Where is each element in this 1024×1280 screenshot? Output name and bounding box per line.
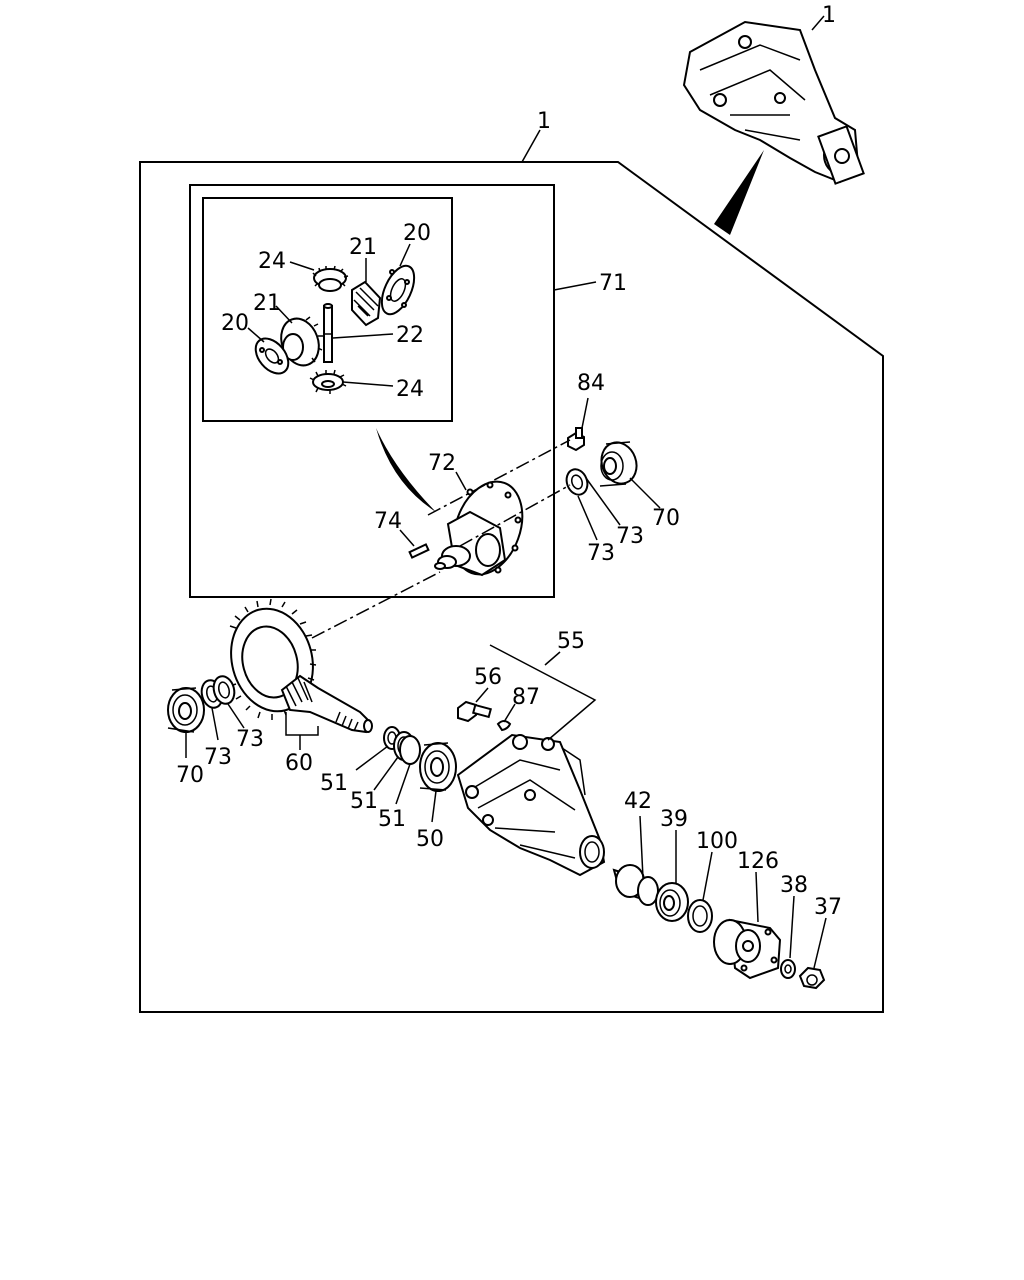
callout-shim-73-l2: 73 bbox=[236, 727, 264, 752]
callout-side-gear-21-top: 21 bbox=[349, 235, 377, 260]
drive-pinion-60 bbox=[280, 674, 373, 734]
inset-pointer-arrow bbox=[376, 428, 436, 512]
assembly-pointer-arrow bbox=[714, 150, 764, 235]
differential-case-72 bbox=[434, 480, 524, 577]
spacer-51-c bbox=[399, 735, 421, 765]
callout-shim-73-r1: 73 bbox=[616, 524, 644, 549]
pinion-gear-24-bottom bbox=[309, 369, 347, 394]
callout-pinion-24-bottom: 24 bbox=[396, 377, 424, 402]
companion-flange-126 bbox=[713, 918, 782, 980]
shim-73-right bbox=[565, 468, 589, 496]
callout-assembly-top: 1 bbox=[822, 3, 836, 28]
shim-73-left-b bbox=[212, 675, 236, 705]
bearing-70-left bbox=[167, 687, 205, 733]
callout-pinion-24-top: 24 bbox=[258, 249, 286, 274]
bolt-84 bbox=[567, 427, 585, 452]
callout-flange-126: 126 bbox=[737, 849, 779, 874]
pinion-shaft-22 bbox=[323, 303, 333, 363]
spacer-42 bbox=[612, 864, 659, 906]
callout-case-group: 71 bbox=[599, 271, 627, 296]
flange-nut-37 bbox=[798, 966, 826, 990]
callout-plug-87: 87 bbox=[512, 685, 540, 710]
callout-shaft-22: 22 bbox=[396, 323, 424, 348]
bearing-50 bbox=[419, 742, 457, 792]
callout-pin-74: 74 bbox=[374, 509, 402, 534]
plug-87 bbox=[496, 720, 512, 732]
callout-spacer-42: 42 bbox=[624, 789, 652, 814]
callout-shim-73-l1: 73 bbox=[204, 745, 232, 770]
callout-assembly-frame: 1 bbox=[537, 109, 551, 134]
bearing-39 bbox=[655, 882, 689, 922]
callout-nut-37: 37 bbox=[814, 895, 842, 920]
bolt-56 bbox=[457, 700, 492, 723]
assembly-frame bbox=[139, 161, 884, 1013]
callout-case-72: 72 bbox=[428, 451, 456, 476]
callout-bearing-70-right: 70 bbox=[652, 506, 680, 531]
housing-assembly-thumbnail bbox=[682, 20, 865, 185]
callout-bearing-39: 39 bbox=[660, 807, 688, 832]
gear-kit-inset bbox=[202, 197, 453, 422]
oil-seal-100 bbox=[687, 899, 713, 933]
pinion-gear-24-top bbox=[312, 265, 349, 292]
callout-washer-20-top: 20 bbox=[403, 221, 431, 246]
case-group-frame bbox=[189, 184, 555, 598]
callout-bolt-56: 56 bbox=[474, 665, 502, 690]
side-gear-21-top bbox=[351, 280, 382, 327]
callout-bearing-70-left: 70 bbox=[176, 763, 204, 788]
callout-spacer-51a: 51 bbox=[320, 771, 348, 796]
callout-seal-100: 100 bbox=[696, 829, 738, 854]
callout-bearing-50: 50 bbox=[416, 827, 444, 852]
washer-38 bbox=[780, 959, 796, 979]
thrust-washer-20-top bbox=[380, 264, 416, 316]
callout-spacer-51c: 51 bbox=[378, 807, 406, 832]
callout-bolt-84: 84 bbox=[577, 371, 605, 396]
callout-carrier-55: 55 bbox=[557, 629, 585, 654]
side-gear-21-left bbox=[280, 316, 323, 367]
callout-gear-set-60: 60 bbox=[285, 751, 313, 776]
callout-shim-73-r2: 73 bbox=[587, 541, 615, 566]
callout-washer-38: 38 bbox=[780, 873, 808, 898]
callout-washer-20-left: 20 bbox=[221, 311, 249, 336]
callout-side-gear-21-left: 21 bbox=[253, 291, 281, 316]
thrust-washer-20-left bbox=[254, 337, 290, 375]
carrier-housing-55 bbox=[456, 733, 606, 877]
lock-pin-74 bbox=[408, 543, 430, 559]
bearing-70-right bbox=[599, 441, 638, 487]
callout-spacer-51b: 51 bbox=[350, 789, 378, 814]
